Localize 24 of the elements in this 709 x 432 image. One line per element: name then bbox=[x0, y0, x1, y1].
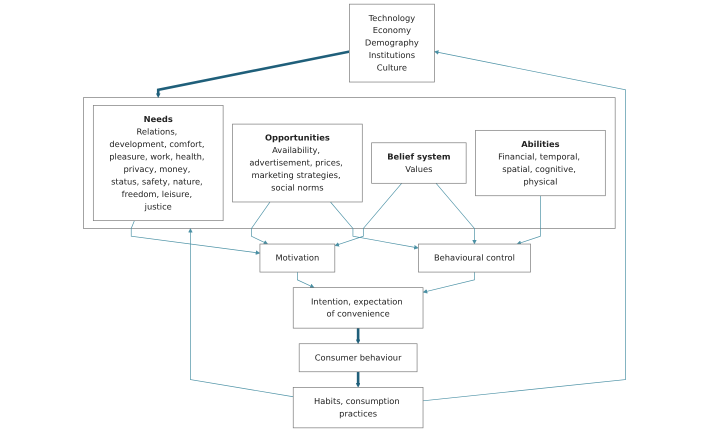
node-box: Behavioural control bbox=[418, 244, 531, 272]
arrow bbox=[334, 182, 402, 247]
arrow bbox=[356, 328, 360, 344]
arrow bbox=[156, 50, 350, 98]
node-box: Abilities Financial, temporal, spatial, cognitive, physical bbox=[475, 130, 606, 196]
arrow bbox=[356, 372, 360, 388]
node-box: Belief system Values bbox=[371, 142, 466, 184]
arrow bbox=[516, 195, 541, 245]
node-box: Technology Economy Demography Institutions Culture bbox=[349, 4, 435, 82]
arrow bbox=[297, 272, 314, 288]
cluster bbox=[83, 97, 616, 229]
arrow bbox=[188, 228, 294, 398]
node-box: Intention, expectation of convenience bbox=[292, 287, 424, 328]
arrow bbox=[436, 182, 477, 244]
arrow bbox=[251, 202, 270, 244]
node-box: Motivation bbox=[260, 244, 336, 272]
arrow bbox=[130, 220, 260, 255]
arrow bbox=[330, 202, 419, 250]
arrow bbox=[422, 50, 626, 402]
node-box: Habits, consumption practices bbox=[292, 387, 424, 428]
node-box: Consumer behaviour bbox=[298, 343, 418, 372]
node-box: Opportunities Availability, advertisement, prices, marketing strategies, social norms bbox=[232, 124, 363, 202]
node-box: Needs Relations, development, comfort, pleasure, work, health, privacy, money, status, safety, nature, freedom, leisure, justice bbox=[92, 105, 224, 222]
arrow bbox=[422, 272, 475, 294]
